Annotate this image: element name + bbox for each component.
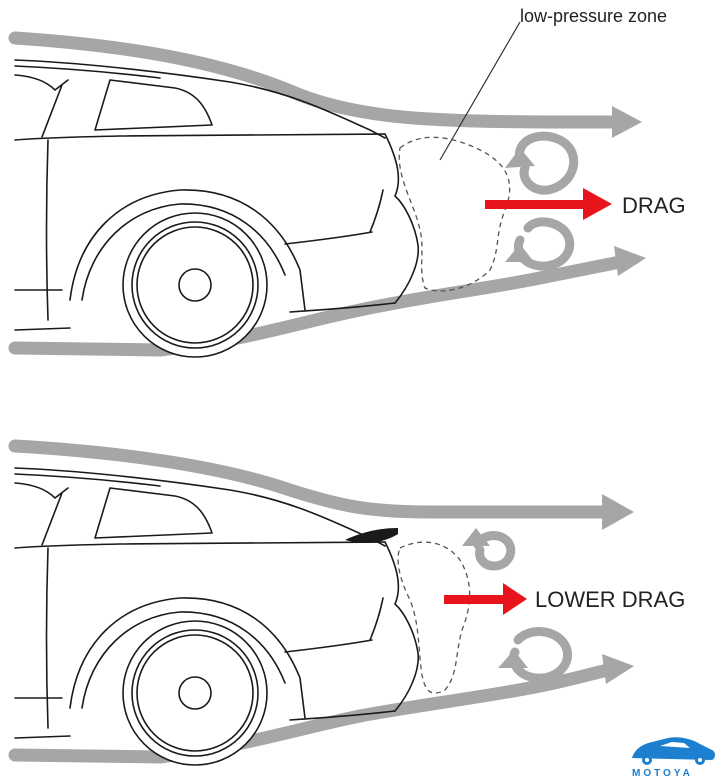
lower-drag-arrow-shaft [444, 595, 506, 604]
lower-airflow-arrowhead [614, 246, 646, 276]
low-pressure-zone-2 [397, 541, 471, 694]
rear-spoiler [345, 528, 398, 543]
upper-vortex-arrowhead [505, 148, 535, 168]
lower-drag-arrow-head [503, 583, 527, 615]
logo-text: MOTOYA [632, 768, 693, 778]
upper-airflow-arrowhead [612, 106, 642, 138]
upper-airflow-2 [8, 439, 612, 519]
lower-vortex-2-arrowhead [498, 650, 528, 668]
zone-label: low-pressure zone [520, 6, 667, 26]
car-logo-icon [632, 737, 715, 765]
lower-vortex-arrowhead [505, 244, 534, 262]
drag-arrow-head [583, 188, 612, 220]
lower-airflow [8, 255, 627, 357]
panel-lower-drag: LOWER DRAG [8, 439, 685, 766]
upper-airflow [8, 31, 622, 129]
upper-vortex-2-arrowhead [462, 528, 490, 546]
drag-arrow-shaft [485, 200, 585, 209]
lower-airflow-2 [8, 663, 615, 764]
motoya-logo: MOTOYA [632, 737, 715, 778]
upper-vortex-2 [473, 531, 516, 571]
panel-high-drag: low-pressure zone DRAG [8, 6, 686, 358]
lower-vortex-2 [509, 627, 572, 683]
low-pressure-zone [398, 136, 511, 292]
lower-drag-label: LOWER DRAG [535, 587, 685, 612]
upper-airflow-2-arrowhead [602, 494, 634, 530]
upper-vortex [514, 131, 579, 195]
drag-label: DRAG [622, 193, 686, 218]
lower-airflow-2-arrowhead [602, 654, 634, 684]
zone-leader-line [439, 21, 521, 161]
